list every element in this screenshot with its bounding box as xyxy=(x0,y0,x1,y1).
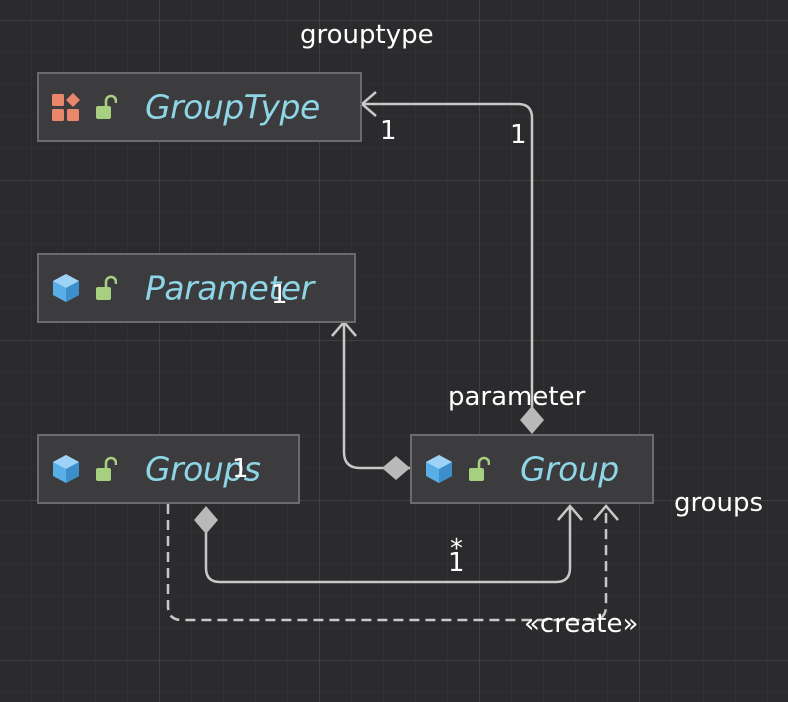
open-lock-icon xyxy=(96,456,117,481)
association-group-grouptype[interactable] xyxy=(362,102,534,410)
class-name-group: Group xyxy=(520,449,619,489)
class-name-grouptype: GroupType xyxy=(145,87,320,127)
multiplicity-group-many: * xyxy=(450,534,463,564)
association-groups-group[interactable] xyxy=(204,506,572,584)
open-lock-icon xyxy=(96,275,117,300)
arrowhead-grouptype xyxy=(360,91,377,117)
dependency-create[interactable] xyxy=(166,504,608,622)
class-parameter[interactable]: Parameter xyxy=(37,253,356,323)
class-grouptype[interactable]: GroupType xyxy=(37,72,362,142)
open-lock-icon xyxy=(469,456,490,481)
multiplicity-groups: 1 xyxy=(232,454,249,484)
arrowhead-create xyxy=(593,504,619,521)
multiplicity-grouptype-far: 1 xyxy=(510,120,527,150)
role-label-parameter: parameter xyxy=(448,382,586,412)
class-name-groups: Groups xyxy=(145,449,261,489)
enum-icon xyxy=(52,93,80,121)
multiplicity-parameter: 1 xyxy=(271,280,288,310)
role-label-groups: groups xyxy=(674,488,764,518)
arrowhead-group xyxy=(557,504,583,521)
class-groups[interactable]: Groups xyxy=(37,434,300,504)
class-cube-icon xyxy=(426,455,452,483)
composition-diamond-group-left xyxy=(382,456,410,480)
stereotype-create: «create» xyxy=(524,609,639,639)
role-label-grouptype: grouptype xyxy=(300,20,434,50)
multiplicity-grouptype-near: 1 xyxy=(380,116,397,146)
class-group[interactable]: Group xyxy=(410,434,654,504)
multiplicity-group-one: 1 xyxy=(448,548,465,578)
composition-diamond-groups xyxy=(194,506,218,534)
class-name-parameter: Parameter xyxy=(145,268,314,308)
open-lock-icon xyxy=(96,94,117,119)
composition-diamond-group-top xyxy=(520,406,544,434)
association-group-parameter[interactable] xyxy=(342,322,410,470)
class-cube-icon xyxy=(53,274,79,302)
class-cube-icon xyxy=(53,455,79,483)
